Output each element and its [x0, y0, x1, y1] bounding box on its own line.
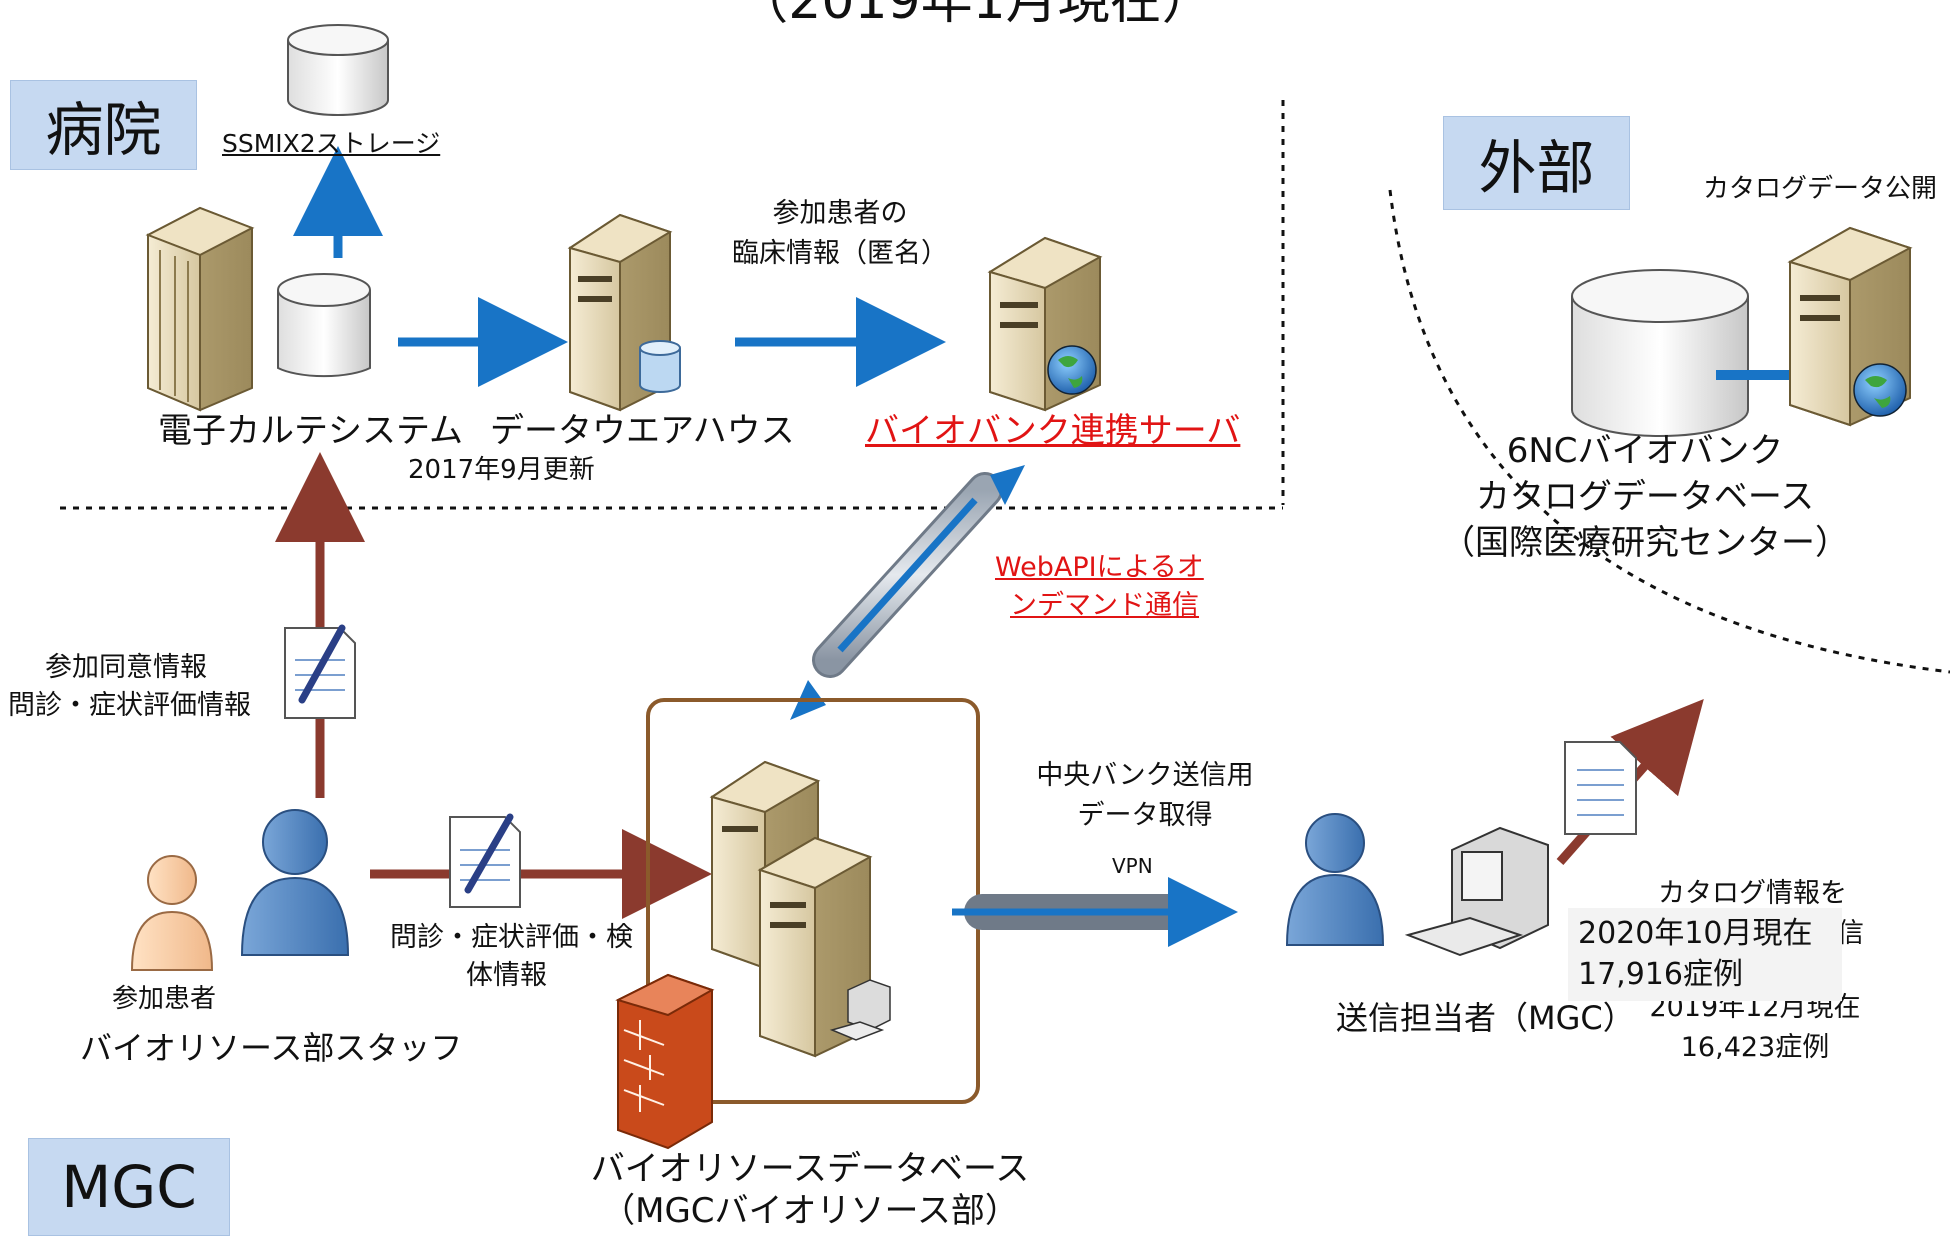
clinical-info-label-line2: 臨床情報（匿名） [732, 238, 948, 269]
server-with-database-icon [567, 213, 681, 412]
case-count-2019-line2: 16,423症例 [1680, 1032, 1830, 1063]
interview-info-label-line2: 体情報 [466, 960, 547, 991]
document-icon [1564, 741, 1637, 835]
dwh-label: データウエアハウス [490, 411, 795, 451]
case-count-2020-note: 2020年10月現在 17,916症例 [1568, 908, 1842, 1001]
zone-label-mgc: MGC [28, 1138, 230, 1236]
consent-info-label-line1: 参加同意情報 [45, 652, 207, 683]
external-catalog-database-icon [1571, 226, 1913, 437]
document-pen-icon [284, 624, 356, 719]
webapi-label-line2: ンデマンド通信 [1010, 590, 1199, 621]
bioresource-db-label-line2: （MGCバイオリソース部） [601, 1191, 1019, 1231]
patient-label: 参加患者 [112, 984, 217, 1014]
web-server-globe-icon [987, 236, 1103, 412]
webapi-label-line1: WebAPIによるオ [995, 552, 1204, 583]
central-bank-label-line1: 中央バンク送信用 [1036, 760, 1254, 791]
catalog-info-label: カタログ情報を [1658, 878, 1847, 909]
database-cylinder-icon [287, 24, 389, 116]
clinical-info-label-line1: 参加患者の [772, 198, 908, 229]
ssmix-storage-label: SSMIX2ストレージ [222, 129, 441, 158]
external-boundary-arc [1388, 189, 1950, 674]
catalog-publish-label: カタログデータ公開 [1703, 174, 1938, 204]
interview-info-label-line1: 問診・症状評価・検 [390, 922, 633, 953]
sender-user-icon [1285, 813, 1385, 946]
zone-boundaries [60, 100, 1950, 674]
webapi-pipe [790, 465, 1025, 720]
sender-label: 送信担当者（MGC） [1336, 999, 1635, 1037]
staff-user-icon [240, 809, 350, 956]
staff-label: バイオリソース部スタッフ [80, 1029, 463, 1067]
document-pen-icon [449, 813, 521, 908]
central-bank-label-line2: データ取得 [1077, 800, 1213, 831]
bioresource-servers-icon [709, 760, 891, 1058]
case-count-2020-line1: 2020年10月現在 [1578, 916, 1813, 951]
zone-label-external: 外部 [1443, 116, 1630, 210]
case-count-2020-line2: 17,916症例 [1578, 956, 1743, 992]
ehr-system-label: 電子カルテシステム [158, 411, 463, 451]
bioresource-db-label-line1: バイオリソースデータベース [590, 1149, 1030, 1189]
page-title: （2019年1月現在） [736, 0, 1214, 31]
mainframe-server-icon [145, 206, 371, 412]
catalog-db-label-line2: カタログデータベース [1475, 477, 1815, 517]
dwh-update-label: 2017年9月更新 [408, 455, 595, 485]
patient-user-icon [130, 855, 214, 971]
zone-label-hospital: 病院 [10, 80, 197, 170]
vpn-label: VPN [1112, 854, 1153, 878]
catalog-db-label-line1: 6NCバイオバンク [1506, 431, 1784, 471]
biobank-link-server-label: バイオバンク連携サーバ [865, 411, 1241, 451]
firewall-icon [615, 973, 715, 1150]
desktop-computer-icon [1404, 826, 1549, 957]
catalog-db-label-line3: （国際医療研究センター） [1441, 523, 1849, 563]
consent-info-label-line2: 問診・症状評価情報 [8, 690, 251, 721]
